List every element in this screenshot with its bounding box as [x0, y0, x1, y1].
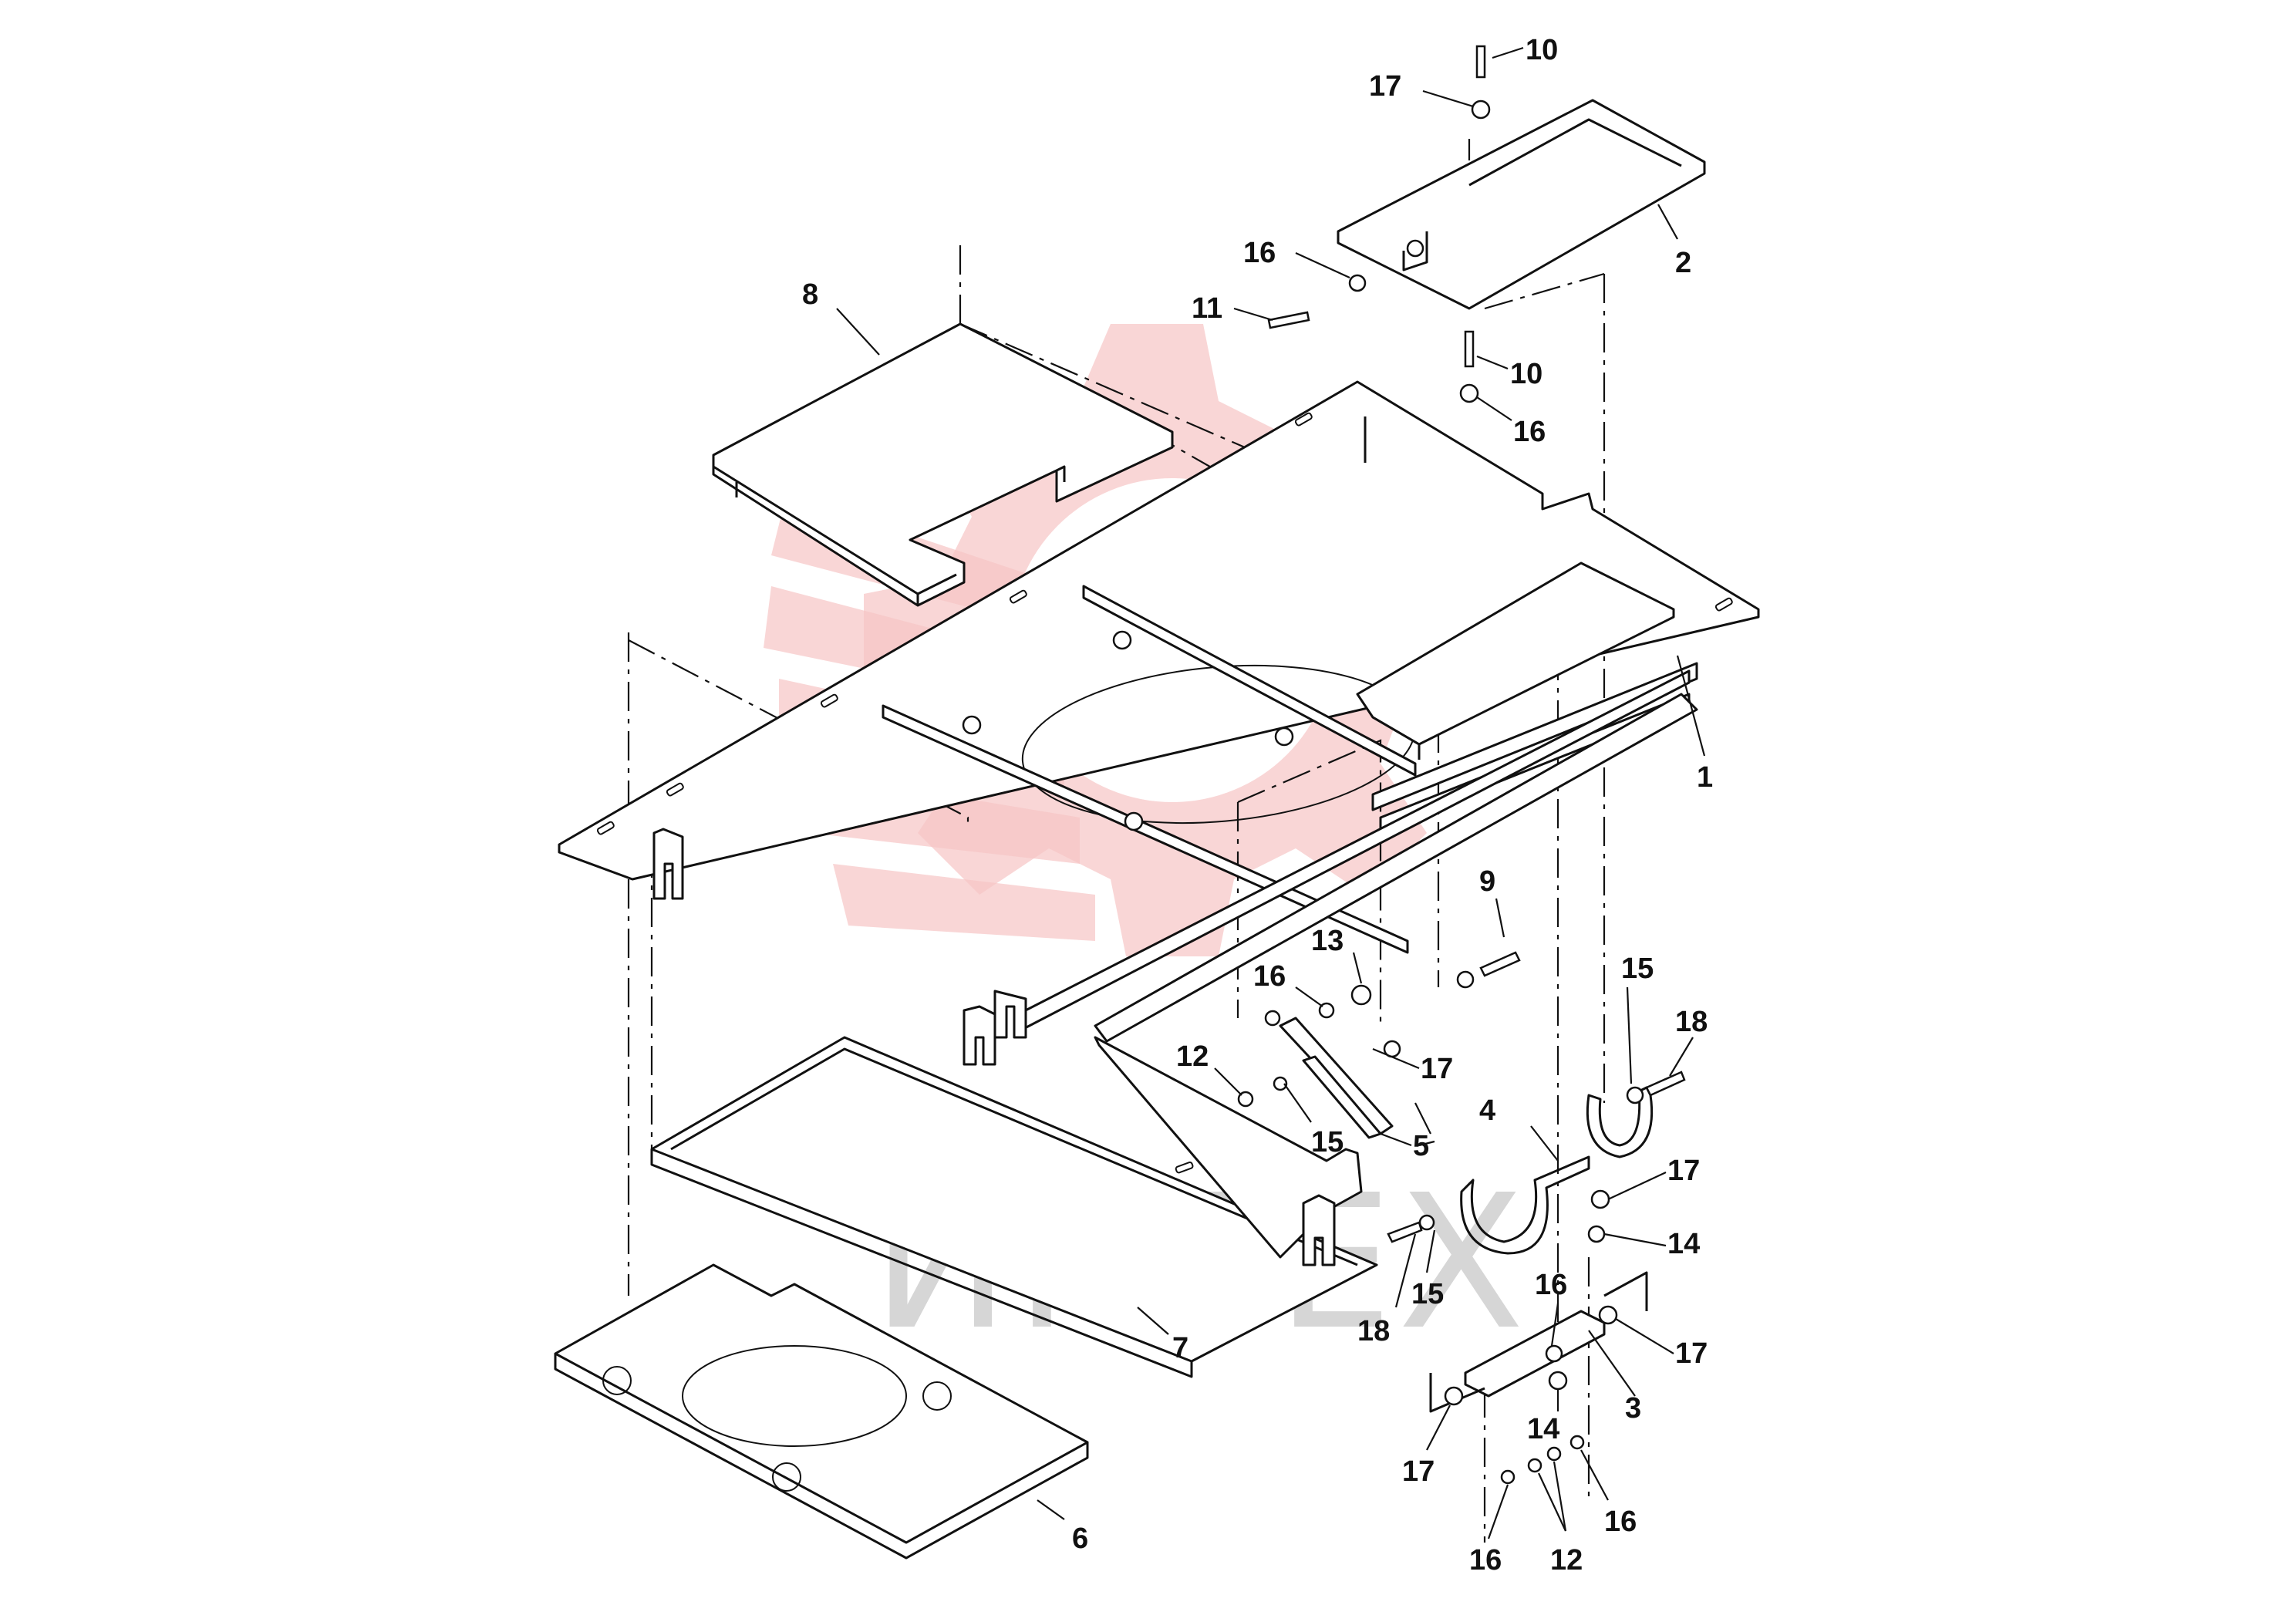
hardware — [1237, 45, 1686, 1485]
callout-16: 16 — [1253, 960, 1286, 993]
callout-16: 16 — [1535, 1269, 1567, 1301]
callout-10: 10 — [1526, 34, 1558, 66]
callout-13: 13 — [1311, 925, 1344, 957]
part-8-cover-plate — [712, 322, 1174, 607]
callout-12: 12 — [1176, 1040, 1209, 1073]
callout-17: 17 — [1667, 1155, 1700, 1187]
callout-1: 1 — [1697, 761, 1713, 794]
callout-14: 14 — [1527, 1413, 1559, 1445]
callout-15: 15 — [1621, 953, 1654, 985]
part-6-base-plate — [554, 1263, 1089, 1560]
callout-7: 7 — [1172, 1332, 1188, 1364]
part-5-bracket — [1279, 1017, 1394, 1139]
callout-labels: 10 17 2 16 11 8 10 16 1 9 13 16 12 17 15… — [802, 34, 1713, 1576]
part-1-lower-rail — [993, 669, 1698, 1043]
callout-3: 3 — [1625, 1392, 1641, 1425]
part-2-upper-tray — [1337, 99, 1706, 310]
callout-17: 17 — [1421, 1053, 1453, 1085]
callout-16: 16 — [1513, 416, 1546, 448]
callout-17: 17 — [1675, 1337, 1708, 1370]
callout-12: 12 — [1550, 1544, 1583, 1576]
callout-11: 11 — [1192, 292, 1222, 325]
callout-16: 16 — [1243, 237, 1276, 269]
callout-5: 5 — [1413, 1130, 1429, 1162]
callout-6: 6 — [1072, 1523, 1088, 1555]
callout-16: 16 — [1469, 1544, 1502, 1576]
part-7-side-panel — [963, 1005, 1363, 1266]
callout-4: 4 — [1479, 1094, 1495, 1127]
leader-lines — [836, 46, 1706, 1539]
callout-14: 14 — [1667, 1228, 1700, 1260]
part-3-bracket — [1429, 1271, 1648, 1413]
callout-18: 18 — [1357, 1315, 1390, 1347]
callout-15: 15 — [1411, 1278, 1444, 1310]
callout-17: 17 — [1402, 1455, 1435, 1488]
callout-10: 10 — [1510, 358, 1542, 390]
part-7-lower-tray — [650, 1036, 1378, 1378]
callout-9: 9 — [1479, 865, 1495, 898]
callout-16: 16 — [1604, 1506, 1637, 1538]
callout-18: 18 — [1675, 1006, 1708, 1038]
callout-2: 2 — [1675, 247, 1691, 279]
callout-8: 8 — [802, 278, 818, 311]
callout-15: 15 — [1311, 1126, 1344, 1158]
callout-17: 17 — [1369, 70, 1401, 103]
